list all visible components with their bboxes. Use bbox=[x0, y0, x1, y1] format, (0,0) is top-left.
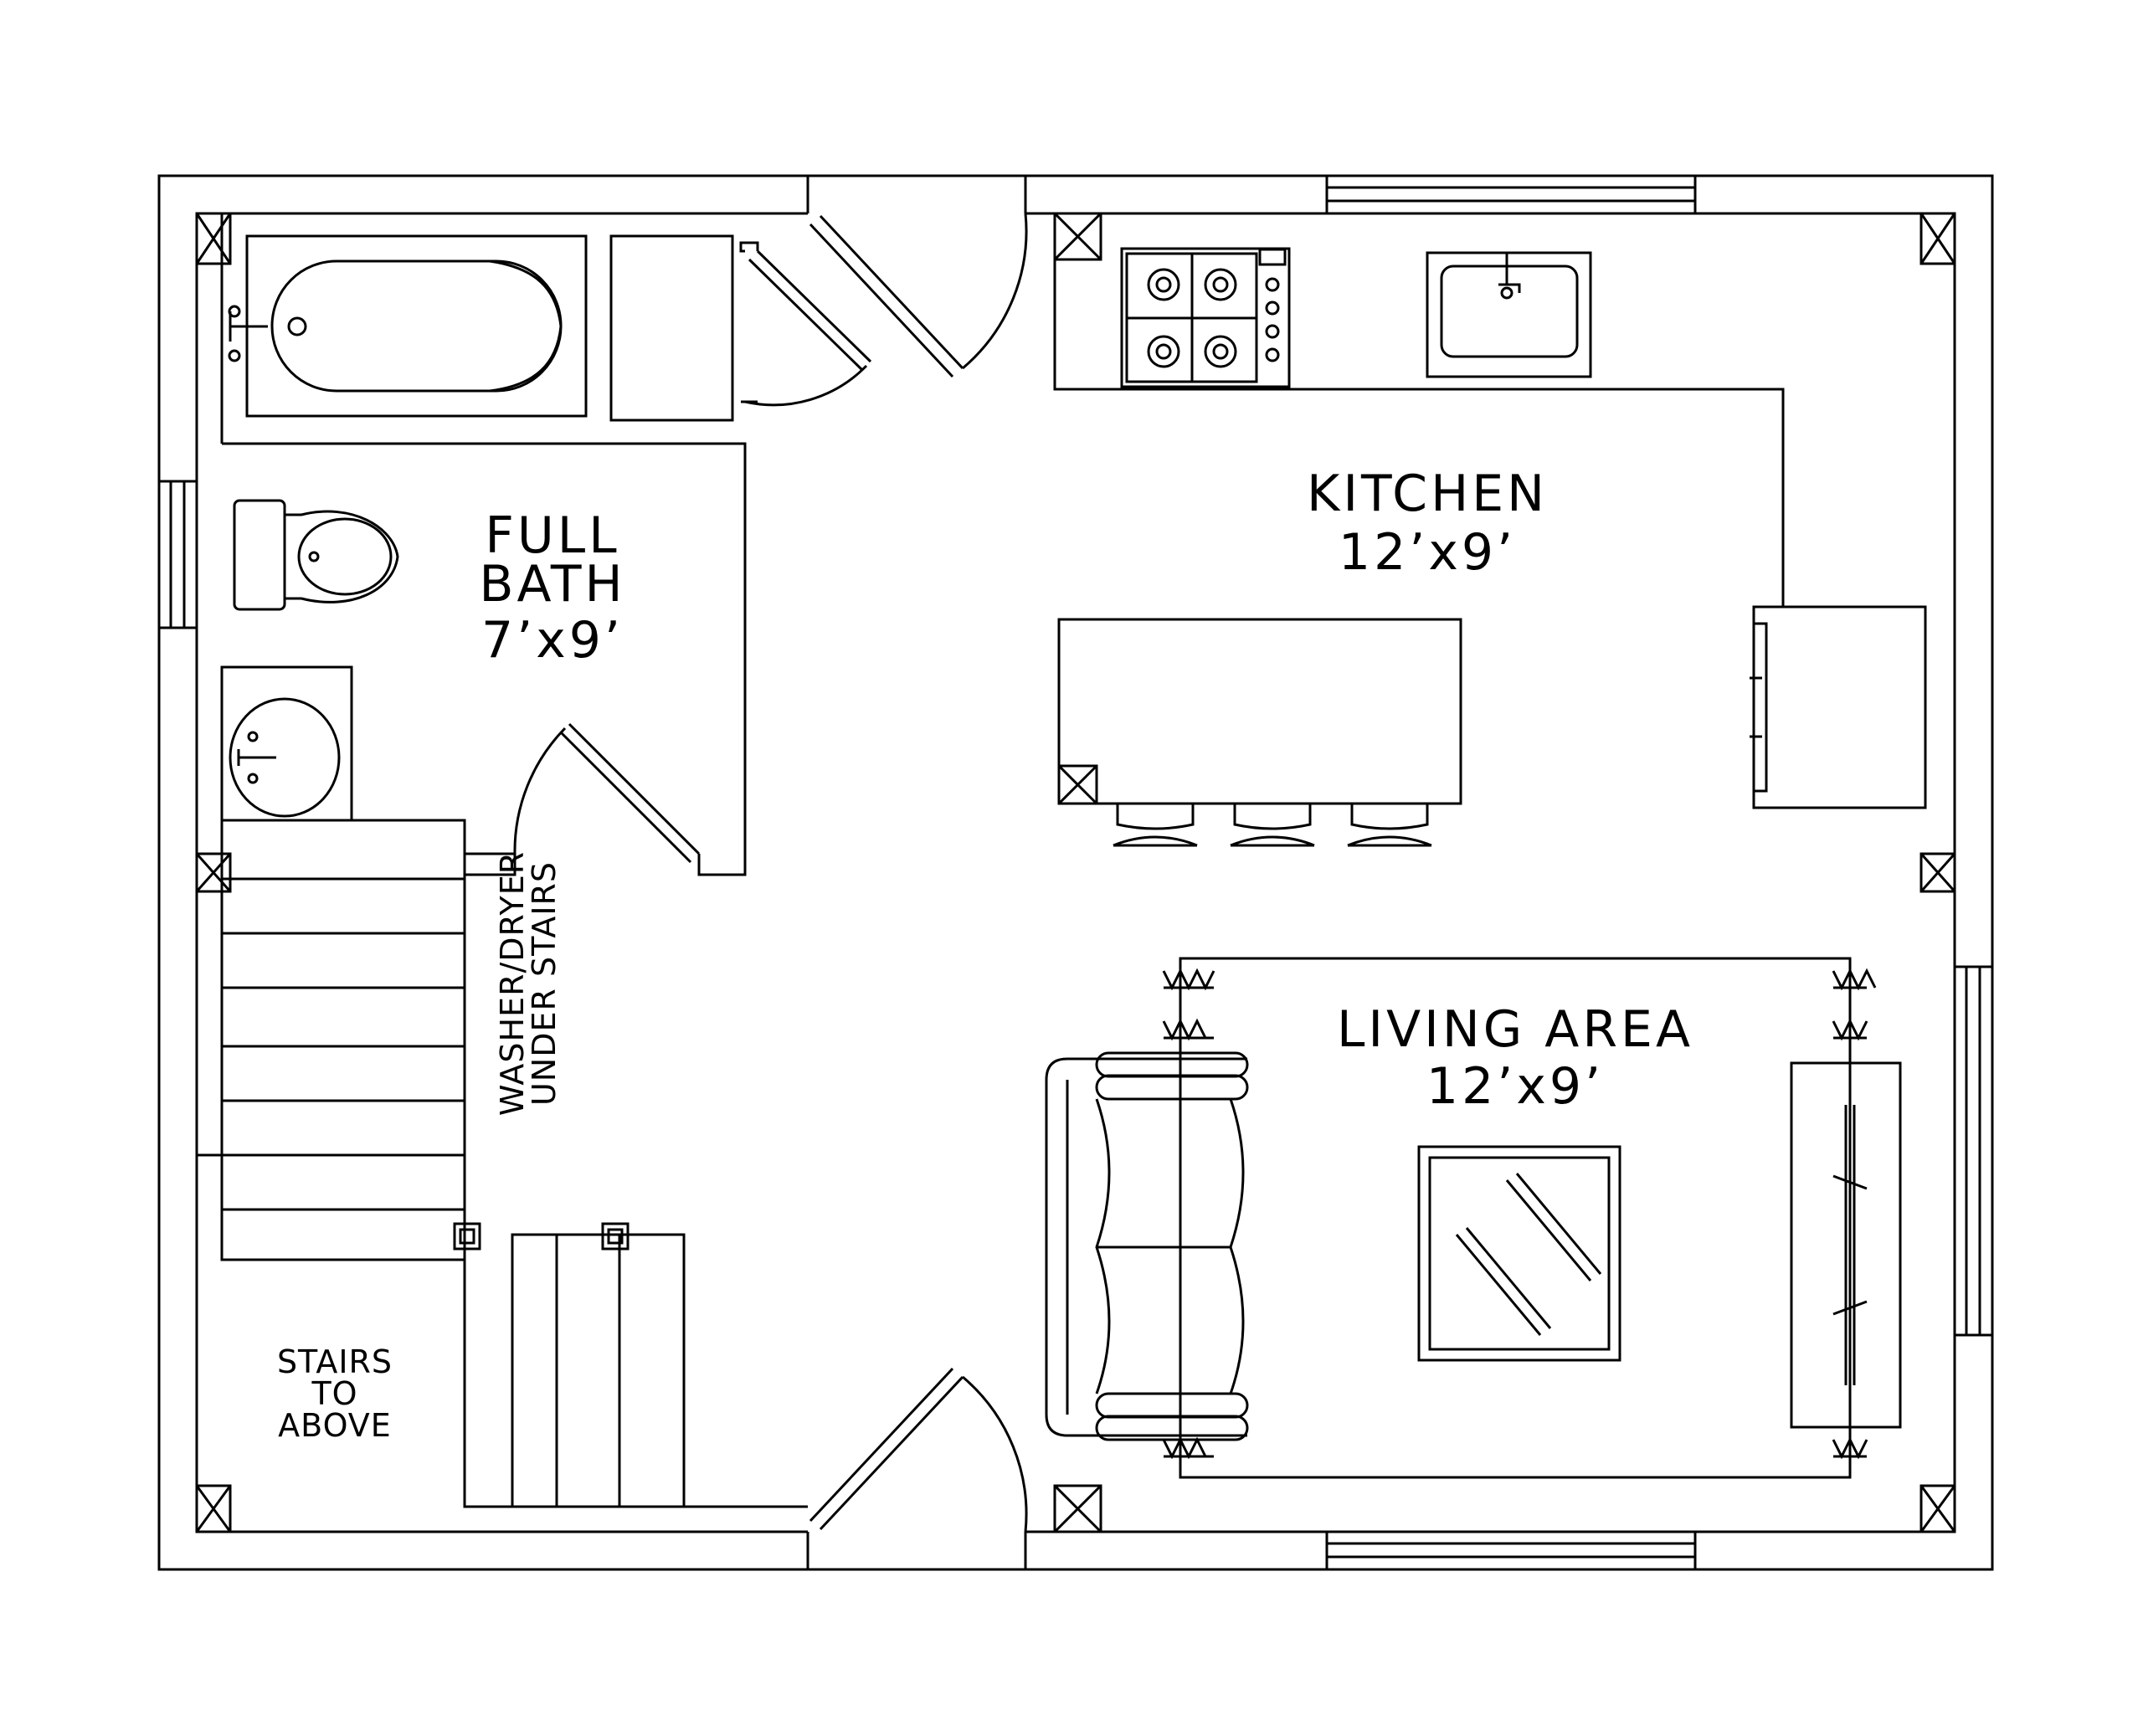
kitchen-counter bbox=[1053, 259, 1927, 809]
window-top bbox=[1325, 174, 1697, 215]
sofa bbox=[1045, 1051, 1249, 1441]
living-label: LIVING AREA bbox=[1337, 1000, 1693, 1059]
coffee-table bbox=[1417, 1145, 1621, 1362]
bath-label-line1: FULL bbox=[485, 506, 619, 565]
toilet bbox=[233, 499, 399, 611]
window-left bbox=[157, 480, 198, 629]
staircase bbox=[197, 819, 808, 1508]
entry-door-bottom[interactable] bbox=[809, 1367, 1028, 1533]
entry-door-top[interactable] bbox=[809, 213, 1028, 378]
bath-size: 7’x9’ bbox=[481, 611, 624, 670]
washer-dryer-line1: WASHER/DRYER bbox=[494, 851, 531, 1116]
stairs-label-line2: TO bbox=[311, 1375, 357, 1412]
bathroom-walls bbox=[220, 213, 759, 876]
tv-console bbox=[1790, 1061, 1902, 1429]
window-right bbox=[1953, 965, 1994, 1337]
structural-columns bbox=[195, 212, 1956, 1533]
room-labels: FULL BATH 7’x9’ KITCHEN 12’x9’ LIVING AR… bbox=[277, 465, 1693, 1444]
bar-stools bbox=[1113, 804, 1432, 847]
bathroom-door[interactable] bbox=[513, 722, 701, 864]
window-bottom bbox=[1325, 1530, 1697, 1571]
cooktop bbox=[1120, 247, 1291, 388]
bathtub bbox=[228, 234, 588, 418]
kitchen-size: 12’x9’ bbox=[1339, 523, 1516, 582]
bath-label-line2: BATH bbox=[479, 555, 625, 614]
closet-door[interactable] bbox=[744, 249, 872, 407]
stairs-label-line1: STAIRS bbox=[277, 1343, 393, 1380]
area-rug bbox=[1162, 957, 1877, 1479]
kitchen-label: KITCHEN bbox=[1307, 465, 1548, 523]
exterior-walls bbox=[157, 174, 1994, 1571]
kitchen-island bbox=[1057, 618, 1462, 805]
living-size: 12’x9’ bbox=[1426, 1057, 1604, 1116]
bathroom-sink bbox=[220, 665, 353, 822]
kitchen-sink bbox=[1426, 251, 1592, 378]
stairs-label-line3: ABOVE bbox=[278, 1407, 392, 1444]
washer-dryer-line2: UNDER STAIRS bbox=[526, 861, 563, 1106]
